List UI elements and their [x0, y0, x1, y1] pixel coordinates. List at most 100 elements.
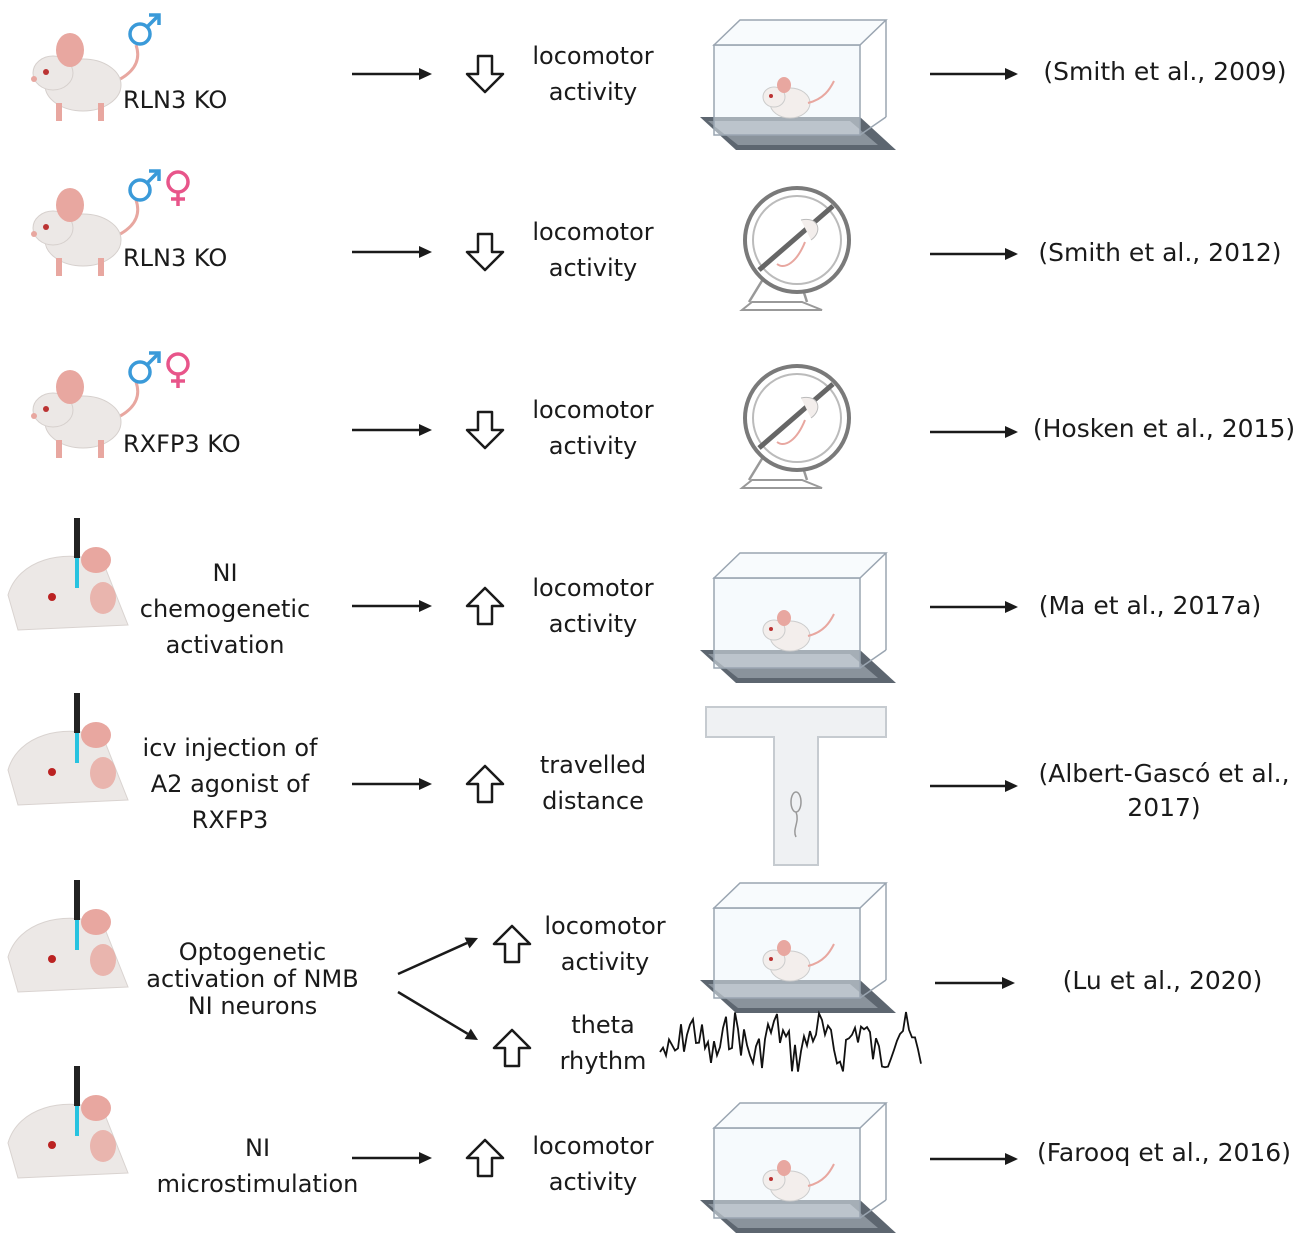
row-6-outcome-1: locomotor activity	[530, 908, 680, 980]
row-6-condition: Optogenetic activation of NMB NI neurons	[135, 939, 370, 1020]
row-4-reference-line-1: (Ma et al., 2017a)	[1038, 591, 1262, 620]
row-1-reference: (Smith et al., 2009)	[1030, 55, 1300, 89]
row-7-reference-line-1: (Farooq et al., 2016)	[1037, 1138, 1291, 1167]
row-5-rat-probe-icon	[7, 693, 129, 806]
row-5-outcome: travelled distance	[518, 747, 668, 819]
row-3-reference: (Hosken et al., 2015)	[1030, 412, 1298, 446]
row-6-direction-arrow-1	[492, 924, 532, 964]
row-3-outcome-line-2: activity	[548, 432, 638, 460]
row-6-open-field-icon	[700, 882, 896, 1013]
row-2-outcome: locomotor activity	[518, 214, 668, 286]
row-4-outcome: locomotor activity	[518, 570, 668, 642]
row-3-condition: RXFP3 KO	[123, 430, 241, 458]
row-6-outcome-2-line-2: rhythm	[559, 1047, 647, 1075]
row-5-reference-line-2: 2017)	[1127, 793, 1201, 822]
row-6-direction-arrow-2	[492, 1028, 532, 1068]
row-1-outcome-line-1: locomotor	[532, 42, 654, 70]
row-5-reference: (Albert-Gascó et al., 2017)	[1030, 757, 1298, 825]
row-5-condition: icv injection of A2 agonist of RXFP3	[120, 730, 340, 838]
row-5-arrow-1	[352, 778, 432, 790]
row-5-outcome-line-1: travelled	[539, 751, 647, 779]
row-7-rat-probe-icon	[7, 1066, 129, 1179]
row-6-reference-line-1: (Lu et al., 2020)	[1062, 966, 1263, 995]
row-3-arrow-1	[352, 424, 432, 436]
row-2-reference: (Smith et al., 2012)	[1025, 236, 1295, 270]
row-1-outcome: locomotor activity	[518, 38, 668, 110]
row-5-direction-arrow	[465, 764, 505, 804]
row-4-reference: (Ma et al., 2017a)	[1020, 589, 1280, 623]
row-5-reference-line-1: (Albert-Gascó et al.,	[1038, 759, 1290, 788]
row-4-direction-arrow	[465, 586, 505, 626]
row-5-outcome-line-2: distance	[542, 787, 644, 815]
row-3-outcome: locomotor activity	[518, 392, 668, 464]
row-7-arrow-1	[352, 1152, 432, 1164]
row-1-outcome-line-2: activity	[548, 78, 638, 106]
row-1-direction-arrow	[465, 54, 505, 94]
row-1-open-field-icon	[700, 19, 896, 150]
row-7-condition: NI microstimulation	[140, 1130, 375, 1202]
row-5-condition-line-3: RXFP3	[191, 806, 269, 834]
row-7-arrow-2	[930, 1153, 1018, 1165]
row-5-condition-line-1: icv injection of	[142, 734, 318, 762]
row-6-arrow-branch-2	[397, 990, 478, 1040]
row-4-arrow-2	[930, 601, 1018, 613]
row-4-arrow-1	[352, 600, 432, 612]
row-1-condition: RLN3 KO	[123, 86, 227, 114]
row-6-condition-line-3: NI neurons	[187, 992, 318, 1020]
row-5-arrow-2	[930, 780, 1018, 792]
row-1-sex-icons	[128, 13, 161, 46]
row-5-condition-line-2: A2 agonist of	[150, 770, 310, 798]
row-2-direction-arrow	[465, 232, 505, 272]
row-5-t-maze-icon	[705, 706, 887, 866]
row-6-outcome-1-line-1: locomotor	[544, 912, 666, 940]
row-4-open-field-icon	[700, 552, 896, 683]
row-3-direction-arrow	[465, 410, 505, 450]
row-6-outcome-2: theta rhythm	[548, 1007, 658, 1079]
row-4-outcome-line-1: locomotor	[532, 574, 654, 602]
row-2-arrow-1	[352, 246, 432, 258]
row-1-arrow-2	[930, 68, 1018, 80]
row-2-condition: RLN3 KO	[123, 244, 227, 272]
row-2-reference-line-1: (Smith et al., 2012)	[1038, 238, 1282, 267]
row-7-reference: (Farooq et al., 2016)	[1030, 1136, 1298, 1170]
row-4-condition-line-1: NI	[212, 559, 238, 587]
row-7-outcome-line-2: activity	[548, 1168, 638, 1196]
row-3-condition-line-1: RXFP3 KO	[123, 430, 241, 458]
row-6-outcome-1-line-2: activity	[560, 948, 650, 976]
row-2-arrow-2	[930, 248, 1018, 260]
row-4-condition: NI chemogenetic activation	[125, 555, 325, 663]
row-2-sex-icons	[128, 169, 190, 206]
row-4-outcome-line-2: activity	[548, 610, 638, 638]
row-4-condition-line-3: activation	[165, 631, 285, 659]
row-6-eeg-trace-icon	[659, 1010, 922, 1072]
row-6-arrow-2	[935, 977, 1015, 989]
row-1-reference-line-1: (Smith et al., 2009)	[1043, 57, 1287, 86]
row-6-condition-line-2: activation of NMB	[146, 965, 359, 993]
row-2-outcome-line-1: locomotor	[532, 218, 654, 246]
row-2-mouse-icon	[31, 188, 140, 276]
row-6-rat-probe-icon	[7, 880, 129, 993]
row-3-sex-icons	[128, 351, 190, 388]
row-7-open-field-icon	[700, 1102, 896, 1233]
row-6-outcome-2-line-1: theta	[571, 1011, 635, 1039]
row-7-direction-arrow	[465, 1138, 505, 1178]
row-1-condition-line-1: RLN3 KO	[123, 86, 228, 114]
row-3-running-wheel-icon	[739, 364, 851, 489]
row-1-arrow-1	[352, 68, 432, 80]
row-2-outcome-line-2: activity	[548, 254, 638, 282]
row-2-condition-line-1: RLN3 KO	[123, 244, 228, 272]
row-4-condition-line-2: chemogenetic	[139, 595, 311, 623]
row-6-condition-line-1: Optogenetic	[178, 938, 327, 966]
row-1-mouse-icon	[31, 33, 140, 121]
row-3-mouse-icon	[31, 370, 140, 458]
row-7-condition-line-2: microstimulation	[156, 1170, 359, 1198]
row-3-reference-line-1: (Hosken et al., 2015)	[1032, 414, 1296, 443]
row-7-outcome-line-1: locomotor	[532, 1132, 654, 1160]
row-7-condition-line-1: NI	[244, 1134, 271, 1162]
row-3-outcome-line-1: locomotor	[532, 396, 654, 424]
row-7-outcome: locomotor activity	[518, 1128, 668, 1200]
row-6-reference: (Lu et al., 2020)	[1040, 964, 1285, 998]
row-2-running-wheel-icon	[739, 186, 851, 311]
